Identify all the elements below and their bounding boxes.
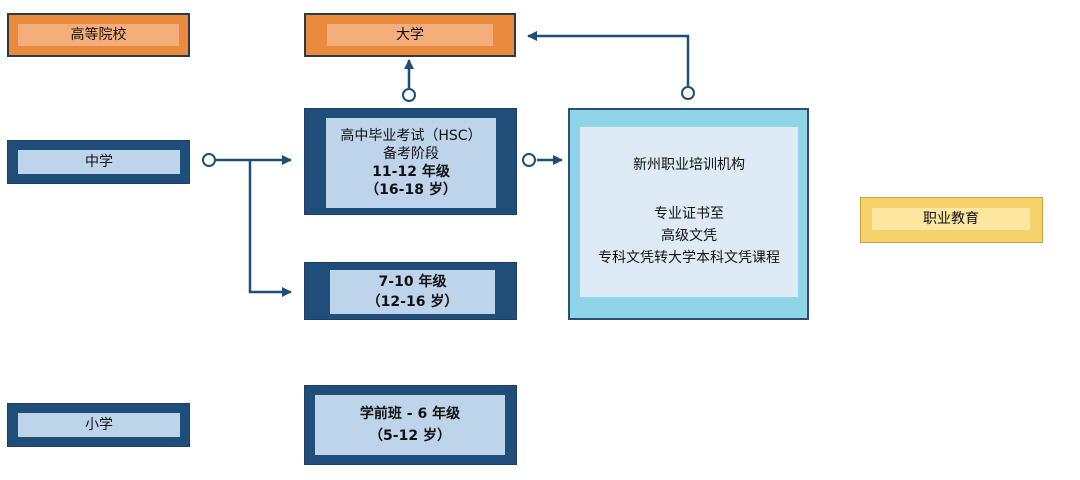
kindergarten-grade-range: 学前班 - 6 年级 [359,405,461,422]
higher-education-label: 高等院校 [70,26,127,43]
primary-school-box: 小学 [7,403,190,447]
tafe-line-1: 专业证书至 [654,205,724,222]
branch-to-grades-arrow [248,160,292,297]
kindergarten-box: 学前班 - 6 年级 （5-12 岁） [304,385,517,465]
primary-school-label: 小学 [85,416,113,433]
hsc-line-2: 备考阶段 [383,145,439,162]
grades-7-10-age-range: （12-16 岁） [366,294,459,310]
secondary-connector-node [202,153,216,167]
tafe-top-connector-node [681,86,695,100]
tafe-line-2: 高级文凭 [661,228,717,244]
vocational-education-label: 职业教育 [923,210,979,227]
hsc-grade-range: 11-12 年级 [372,164,450,180]
grades-7-10-box: 7-10 年级 （12-16 岁） [304,262,517,320]
tafe-to-university-arrow [527,31,690,86]
tafe-box: 新州职业培训机构 专业证书至 高级文凭 专科文凭转大学本科文凭课程 [568,108,809,320]
hsc-line-1: 高中毕业考试（HSC） [340,127,482,144]
vocational-education-box: 职业教育 [860,197,1043,243]
tafe-title: 新州职业培训机构 [633,157,745,174]
university-box: 大学 [304,13,516,57]
higher-education-box: 高等院校 [7,13,190,57]
grades-7-10-grade-range: 7-10 年级 [378,273,447,290]
hsc-top-connector-node [402,88,416,102]
kindergarten-age-range: （5-12 岁） [369,428,451,444]
hsc-right-connector-node [522,153,536,167]
university-label: 大学 [396,26,424,43]
hsc-age-range: （16-18 岁） [365,182,457,199]
secondary-school-label: 中学 [85,153,113,170]
secondary-school-box: 中学 [7,140,190,184]
tafe-line-3: 专科文凭转大学本科文凭课程 [598,250,780,267]
hsc-box: 高中毕业考试（HSC） 备考阶段 11-12 年级 （16-18 岁） [304,108,517,215]
